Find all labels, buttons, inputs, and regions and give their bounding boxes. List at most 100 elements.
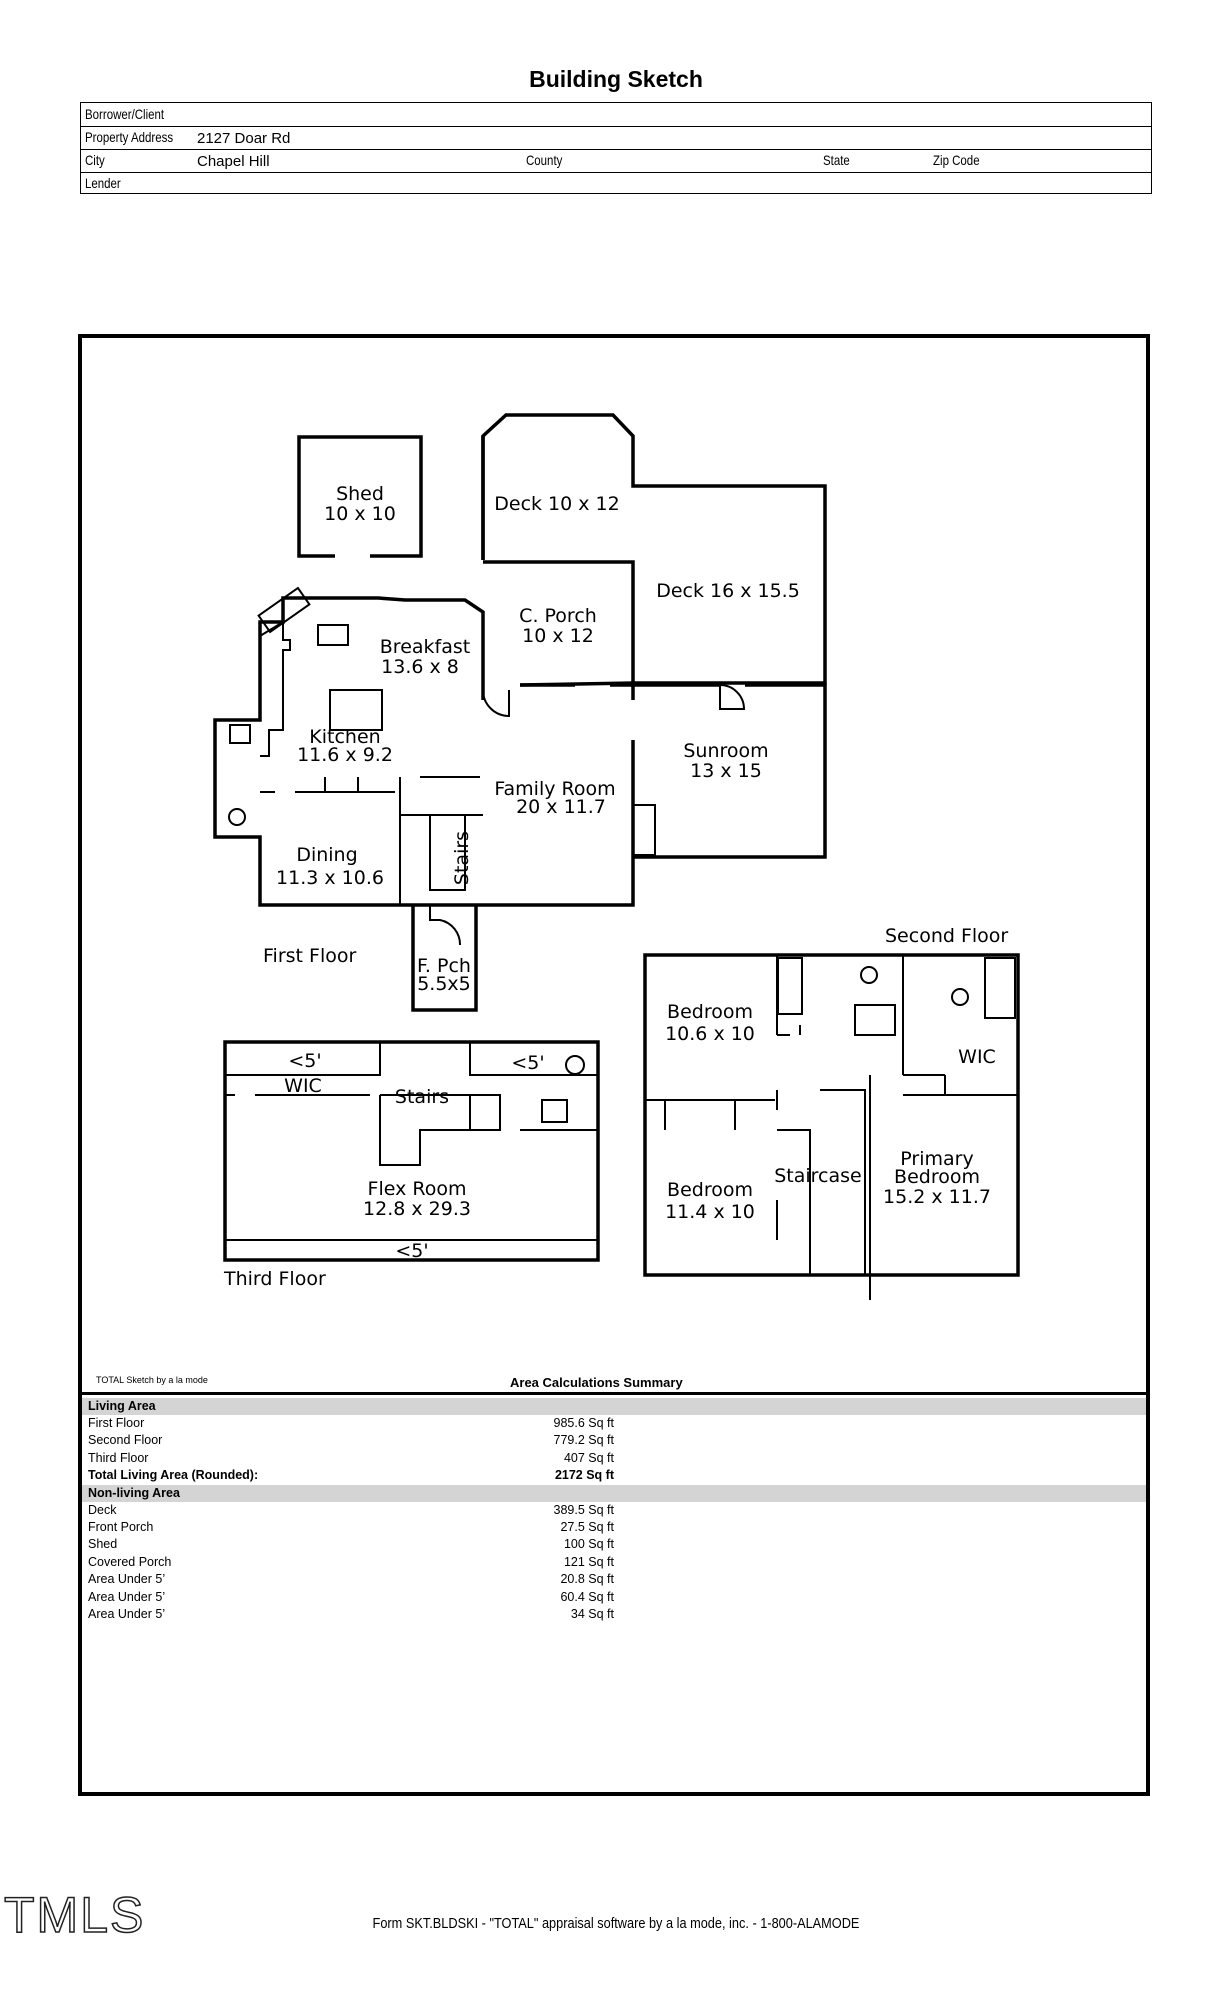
area-row-value: 34 Sq ft [570,1606,614,1621]
address-value: 2127 Doar Rd [197,130,291,147]
kitchen-dims: 11.6 x 9.2 [297,744,393,766]
area-row-label: Covered Porch [88,1554,172,1569]
sketch-credit: TOTAL Sketch by a la mode [96,1375,208,1385]
third-floor-outline [223,1040,600,1262]
state-label: State [823,152,850,168]
borrower-row: Borrower/Client [81,103,1151,127]
dining-dims: 11.3 x 10.6 [276,867,384,889]
county-label: County [526,152,563,168]
city-value: Chapel Hill [197,153,270,170]
area-row-value: 407 Sq ft [563,1450,614,1465]
area-row-label: Area Under 5’ [88,1572,166,1587]
shed-dims: 10 x 10 [324,503,396,525]
lender-label: Lender [85,175,121,191]
covered-porch-outline [483,560,635,683]
wic-2-label: WIC [958,1046,996,1068]
address-row: Property Address 2127 Doar Rd [81,126,1151,150]
porch-label: C. Porch [519,605,597,627]
sunroom-label: Sunroom [683,740,768,762]
page-title: Building Sketch [529,66,703,92]
area-row-value: 985.6 Sq ft [553,1416,614,1430]
front-porch-dims: 5.5x5 [417,973,471,995]
front-porch-label: F. Pch [417,955,471,977]
stairs-1-label: Stairs [451,831,473,885]
area-row-value: 20.8 Sq ft [560,1572,614,1587]
area-row-value: 27.5 Sq ft [560,1519,614,1534]
area-row: Area Under 5’ 60.4 Sq ft [82,1589,1146,1606]
living-area-header: Living Area [82,1398,1146,1415]
sketch-frame [78,334,1150,1796]
area-row: Covered Porch 121 Sq ft [82,1554,1146,1571]
address-label: Property Address [85,129,174,145]
area-row-value: 121 Sq ft [563,1554,614,1569]
nonliving-area-header: Non-living Area [82,1484,1146,1502]
area-row: Shed 100 Sq ft [82,1536,1146,1553]
area-row-value: 779.2 Sq ft [553,1433,614,1448]
area-row-label: Second Floor [88,1433,163,1448]
bedroom-1-dims: 10.6 x 10 [665,1023,755,1045]
borrower-label: Borrower/Client [85,106,165,122]
zip-label: Zip Code [933,152,980,168]
under5-a-label: <5' [288,1050,321,1072]
bedroom-2-label: Bedroom [667,1179,753,1201]
area-row: Front Porch 27.5 Sq ft [82,1519,1146,1536]
stairs-3-label: Stairs [395,1086,449,1108]
area-row: Third Floor 407 Sq ft [82,1450,1146,1467]
area-row-label: Area Under 5’ [88,1589,166,1604]
flex-label: Flex Room [368,1178,467,1200]
area-row: Area Under 5’ 34 Sq ft [82,1606,1146,1623]
bedroom-2-dims: 11.4 x 10 [665,1201,755,1223]
kitchen-label: Kitchen [309,726,380,748]
area-row-value: 60.4 Sq ft [560,1589,614,1604]
area-row-label: Front Porch [88,1519,154,1534]
lender-row: Lender [81,172,1151,195]
primary-label-2: Bedroom [894,1166,980,1188]
area-row-label: Deck [88,1502,117,1517]
primary-dims: 15.2 x 11.7 [883,1186,991,1208]
sunroom-outline [520,683,827,859]
family-dims: 20 x 11.7 [516,796,606,818]
area-divider [82,1392,1146,1395]
plan-interior [225,586,1018,1300]
area-row: First Floor 985.6 Sq ft [82,1415,1146,1432]
primary-label-1: Primary [900,1148,973,1170]
area-row: Second Floor 779.2 Sq ft [82,1432,1146,1449]
shed-label: Shed [336,483,384,505]
city-row: City Chapel Hill County State Zip Code [81,149,1151,173]
bedroom-1-label: Bedroom [667,1001,753,1023]
area-row-label: Third Floor [88,1450,149,1465]
front-porch-outline [411,905,478,1012]
total-living-row: Total Living Area (Rounded): 2172 Sq ft [82,1467,1146,1484]
plan-walls [213,413,1020,1277]
breakfast-label: Breakfast [380,636,470,658]
area-row-label: Shed [88,1537,118,1552]
area-summary-table: Living Area First Floor 985.6 Sq ft Secon… [82,1398,1146,1623]
third-floor-label: Third Floor [223,1268,326,1290]
sunroom-dims: 13 x 15 [690,760,762,782]
deck-a-label: Deck 10 x 12 [494,493,620,515]
first-floor-label: First Floor [263,945,356,967]
shed-outline [297,435,423,558]
family-label: Family Room [494,778,615,800]
area-row-label: Area Under 5’ [88,1606,166,1621]
deck-outline [481,413,827,685]
staircase-label: Staircase [774,1165,862,1187]
total-label: Total Living Area (Rounded): [88,1468,259,1483]
under5-c-label: <5' [395,1240,428,1262]
form-footer: Form SKT.BLDSKI - "TOTAL" appraisal soft… [372,1915,860,1932]
plan-labels: Shed 10 x 10 Deck 10 x 12 Deck 16 x 15.5… [223,483,1008,1290]
second-floor-outline [643,953,1020,1277]
wic-3-label: WIC [284,1075,322,1097]
tmls-watermark: TMLS [3,1886,146,1944]
area-summary-title: Area Calculations Summary [510,1375,683,1390]
second-floor-label: Second Floor [885,925,1008,947]
flex-dims: 12.8 x 29.3 [363,1198,471,1220]
dining-label: Dining [296,844,357,866]
area-row-label: First Floor [88,1416,145,1430]
porch-dims: 10 x 12 [522,625,594,647]
area-row: Area Under 5’ 20.8 Sq ft [82,1571,1146,1588]
area-row-value: 100 Sq ft [563,1537,614,1552]
total-value: 2172 Sq ft [554,1468,614,1483]
